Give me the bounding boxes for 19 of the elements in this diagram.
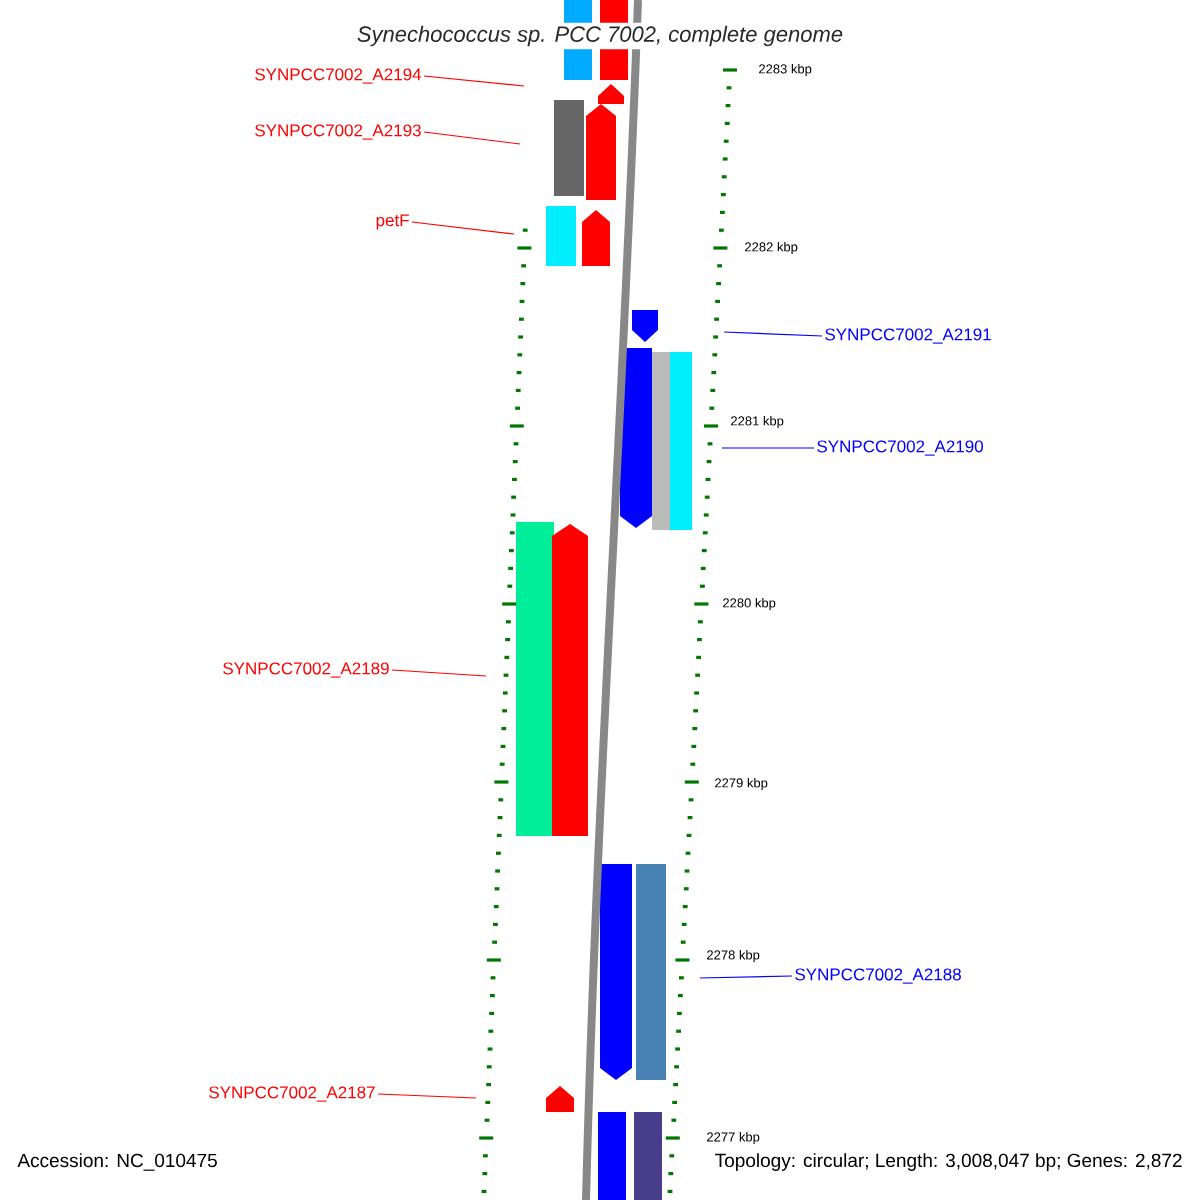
- title: Synechococcus sp. PCC 7002, complete genome: [353, 22, 847, 50]
- leader-line: [699, 975, 793, 979]
- leader-line: [411, 221, 515, 235]
- leader-line: [721, 447, 815, 449]
- leader-line: [391, 669, 487, 677]
- gene-label: SYNPCC7002_A2193: [255, 124, 421, 140]
- leader-line: [377, 1093, 477, 1099]
- gene-label: SYNPCC7002_A2189: [223, 662, 389, 678]
- leader-line: [423, 75, 525, 87]
- gene-label: SYNPCC7002_A2191: [825, 328, 991, 344]
- gene-label: SYNPCC7002_A2188: [795, 968, 961, 984]
- accession-text: Accession: NC_010475: [14, 1150, 221, 1174]
- gene-label: petF: [376, 214, 409, 230]
- gene-label: SYNPCC7002_A2187: [209, 1086, 375, 1102]
- gene-label: SYNPCC7002_A2194: [255, 68, 422, 84]
- genome-info-text: Topology: circular; Length: 3,008,047 bp; Genes: 2,872: [711, 1150, 1186, 1174]
- gene-label: SYNPCC7002_A2190: [817, 440, 983, 456]
- leader-line: [423, 131, 521, 145]
- leader-line: [723, 331, 823, 337]
